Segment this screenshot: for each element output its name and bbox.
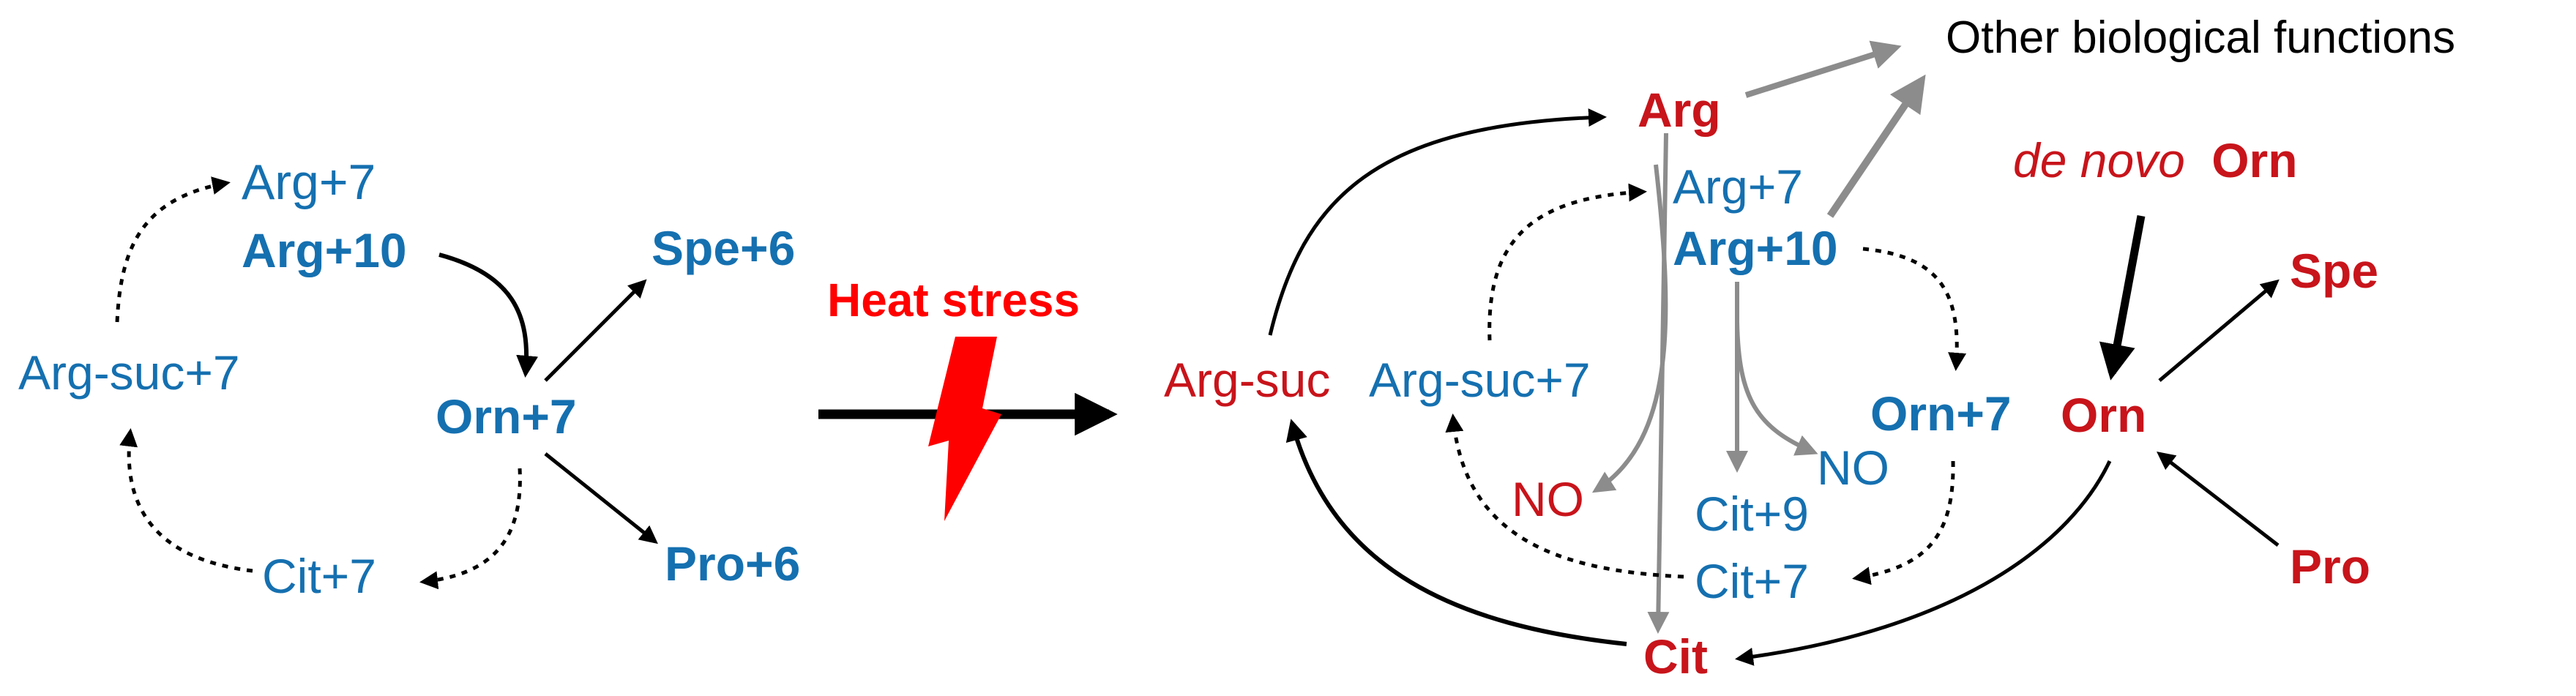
label-cit7-right: Cit+7 bbox=[1695, 554, 1809, 608]
label-arg7-left: Arg+7 bbox=[242, 154, 376, 210]
arrow-arg-to-other bbox=[1744, 40, 1902, 98]
arrow-argsuc7-to-arg7 bbox=[115, 176, 231, 323]
label-orn7-left: Orn+7 bbox=[436, 389, 577, 444]
label-orn-right: Orn bbox=[2061, 388, 2146, 442]
arrow-arg10-to-other bbox=[1826, 74, 1926, 218]
arrow-cit7-to-argsuc7 bbox=[119, 428, 253, 573]
arrow-orn7-to-cit7 bbox=[1852, 460, 1955, 585]
arrow-arg10-to-orn7 bbox=[1862, 247, 1967, 371]
label-denovo-orn: de novo Orn bbox=[2013, 133, 2298, 187]
heat-stress-transition: Heat stress bbox=[818, 274, 1118, 521]
label-arg7-right: Arg+7 bbox=[1673, 160, 1803, 214]
label-spe6-left: Spe+6 bbox=[652, 221, 795, 275]
arrow-arg10-to-orn7 bbox=[438, 252, 539, 378]
label-cit9-right: Cit+9 bbox=[1695, 487, 1809, 541]
label-arg10-right: Arg+10 bbox=[1673, 221, 1838, 275]
arrow-cit-to-argsuc bbox=[1285, 419, 1627, 646]
arrow-arg-to-no bbox=[1591, 164, 1668, 493]
arrow-cit7-to-argsuc7 bbox=[1445, 414, 1684, 579]
label-argsuc7-left: Arg-suc+7 bbox=[18, 345, 240, 400]
label-argsuc7-right: Arg-suc+7 bbox=[1369, 353, 1591, 407]
label-no-right: NO bbox=[1817, 441, 1889, 495]
label-argsuc-right: Arg-suc bbox=[1164, 353, 1330, 407]
label-cit7-left: Cit+7 bbox=[262, 549, 376, 603]
arrow-orn-to-spe bbox=[2158, 279, 2280, 382]
arrow-pro-to-orn bbox=[2157, 451, 2280, 547]
arrow-argsuc7-to-arg7 bbox=[1487, 183, 1647, 341]
label-heat-stress: Heat stress bbox=[827, 274, 1080, 326]
lightning-bolt-icon bbox=[928, 337, 1001, 521]
label-cit-right: Cit bbox=[1643, 629, 1708, 684]
label-pro6-left: Pro+6 bbox=[665, 536, 800, 591]
label-other-functions: Other biological functions bbox=[1946, 12, 2455, 63]
arrow-arg10-to-no bbox=[1735, 321, 1818, 456]
left-panel: Arg+7 Arg+10 Arg-suc+7 Orn+7 Spe+6 Pro+6… bbox=[18, 154, 800, 603]
arrow-arg-to-cit bbox=[1647, 132, 1670, 634]
label-spe-right: Spe bbox=[2290, 244, 2378, 298]
arrow-argsuc-to-arg bbox=[1268, 108, 1607, 336]
arrow-orn7-to-pro6 bbox=[544, 452, 658, 545]
arrow-orn7-to-spe6 bbox=[544, 279, 647, 382]
label-no-left: NO bbox=[1512, 472, 1584, 526]
label-denovo-orn-bold: Orn bbox=[2211, 133, 2297, 187]
arrow-orn7-to-cit7 bbox=[419, 468, 522, 590]
label-arg10-left: Arg+10 bbox=[242, 223, 407, 277]
label-orn7-right: Orn+7 bbox=[1870, 386, 2012, 441]
label-arg-right: Arg bbox=[1638, 83, 1721, 137]
label-denovo-italic: de novo bbox=[2013, 133, 2185, 187]
arrow-orn-to-cit bbox=[1735, 460, 2112, 666]
arrow-denovo-to-orn bbox=[2099, 214, 2146, 381]
label-pro-right: Pro bbox=[2290, 539, 2370, 594]
right-panel: Other biological functions Arg Arg+7 Arg… bbox=[1164, 12, 2455, 684]
